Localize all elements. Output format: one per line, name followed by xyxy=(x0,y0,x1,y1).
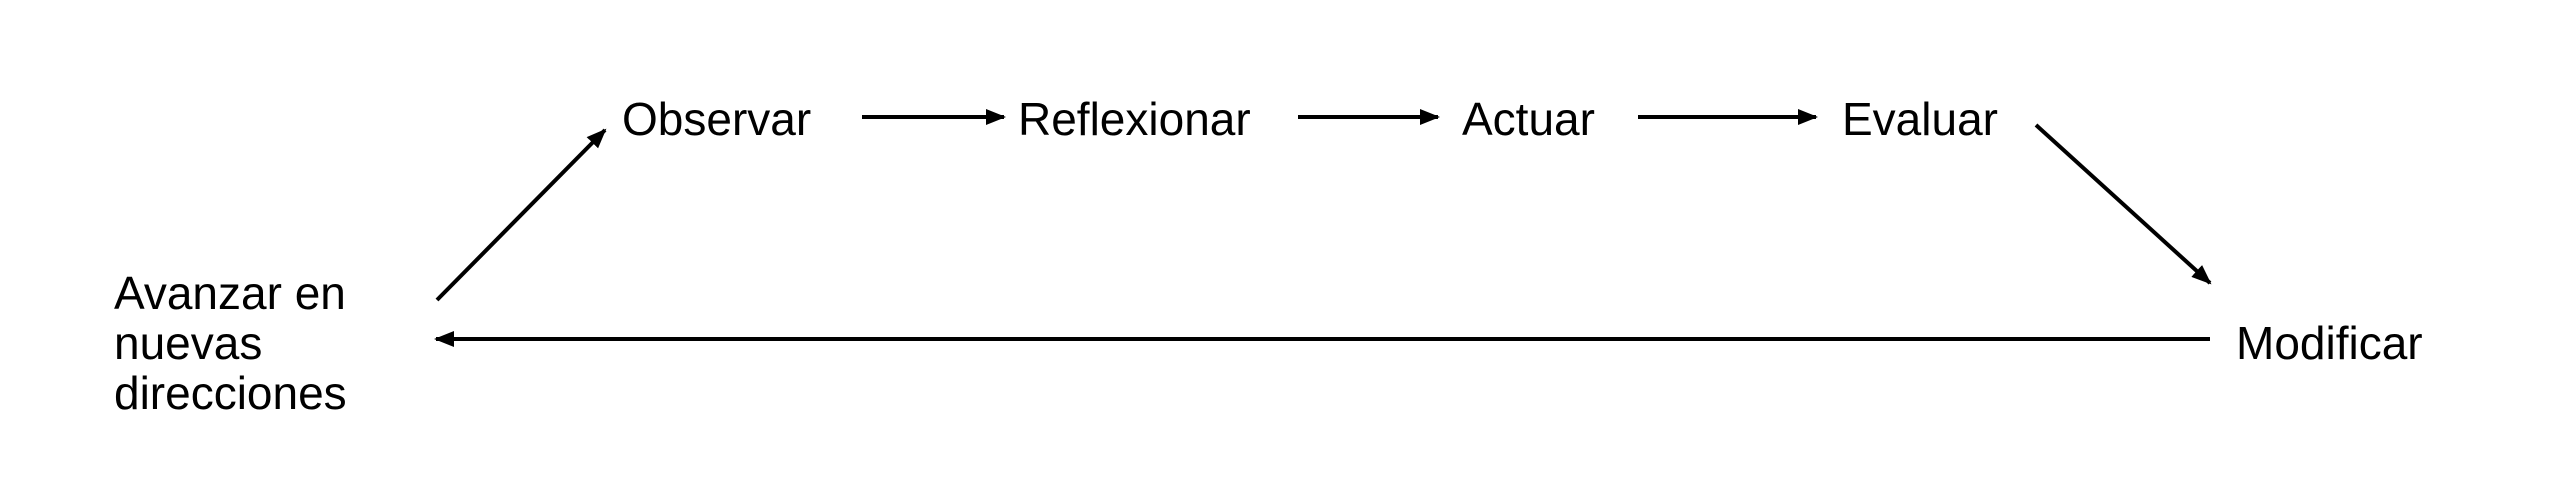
node-avanzar: Avanzar en nuevas direcciones xyxy=(114,268,347,418)
arrow-avanzar-to-observar xyxy=(435,128,607,302)
node-modificar: Modificar xyxy=(2236,317,2423,369)
node-actuar: Actuar xyxy=(1462,93,1595,145)
node-avanzar-line-3: direcciones xyxy=(114,367,347,419)
node-observar: Observar xyxy=(622,93,812,145)
node-reflexionar: Reflexionar xyxy=(1018,93,1251,145)
node-evaluar: Evaluar xyxy=(1842,93,1998,145)
arrow-evaluar-to-modificar xyxy=(2034,123,2212,285)
node-avanzar-line-1: Avanzar en xyxy=(114,267,346,319)
node-avanzar-line-2: nuevas xyxy=(114,317,263,369)
